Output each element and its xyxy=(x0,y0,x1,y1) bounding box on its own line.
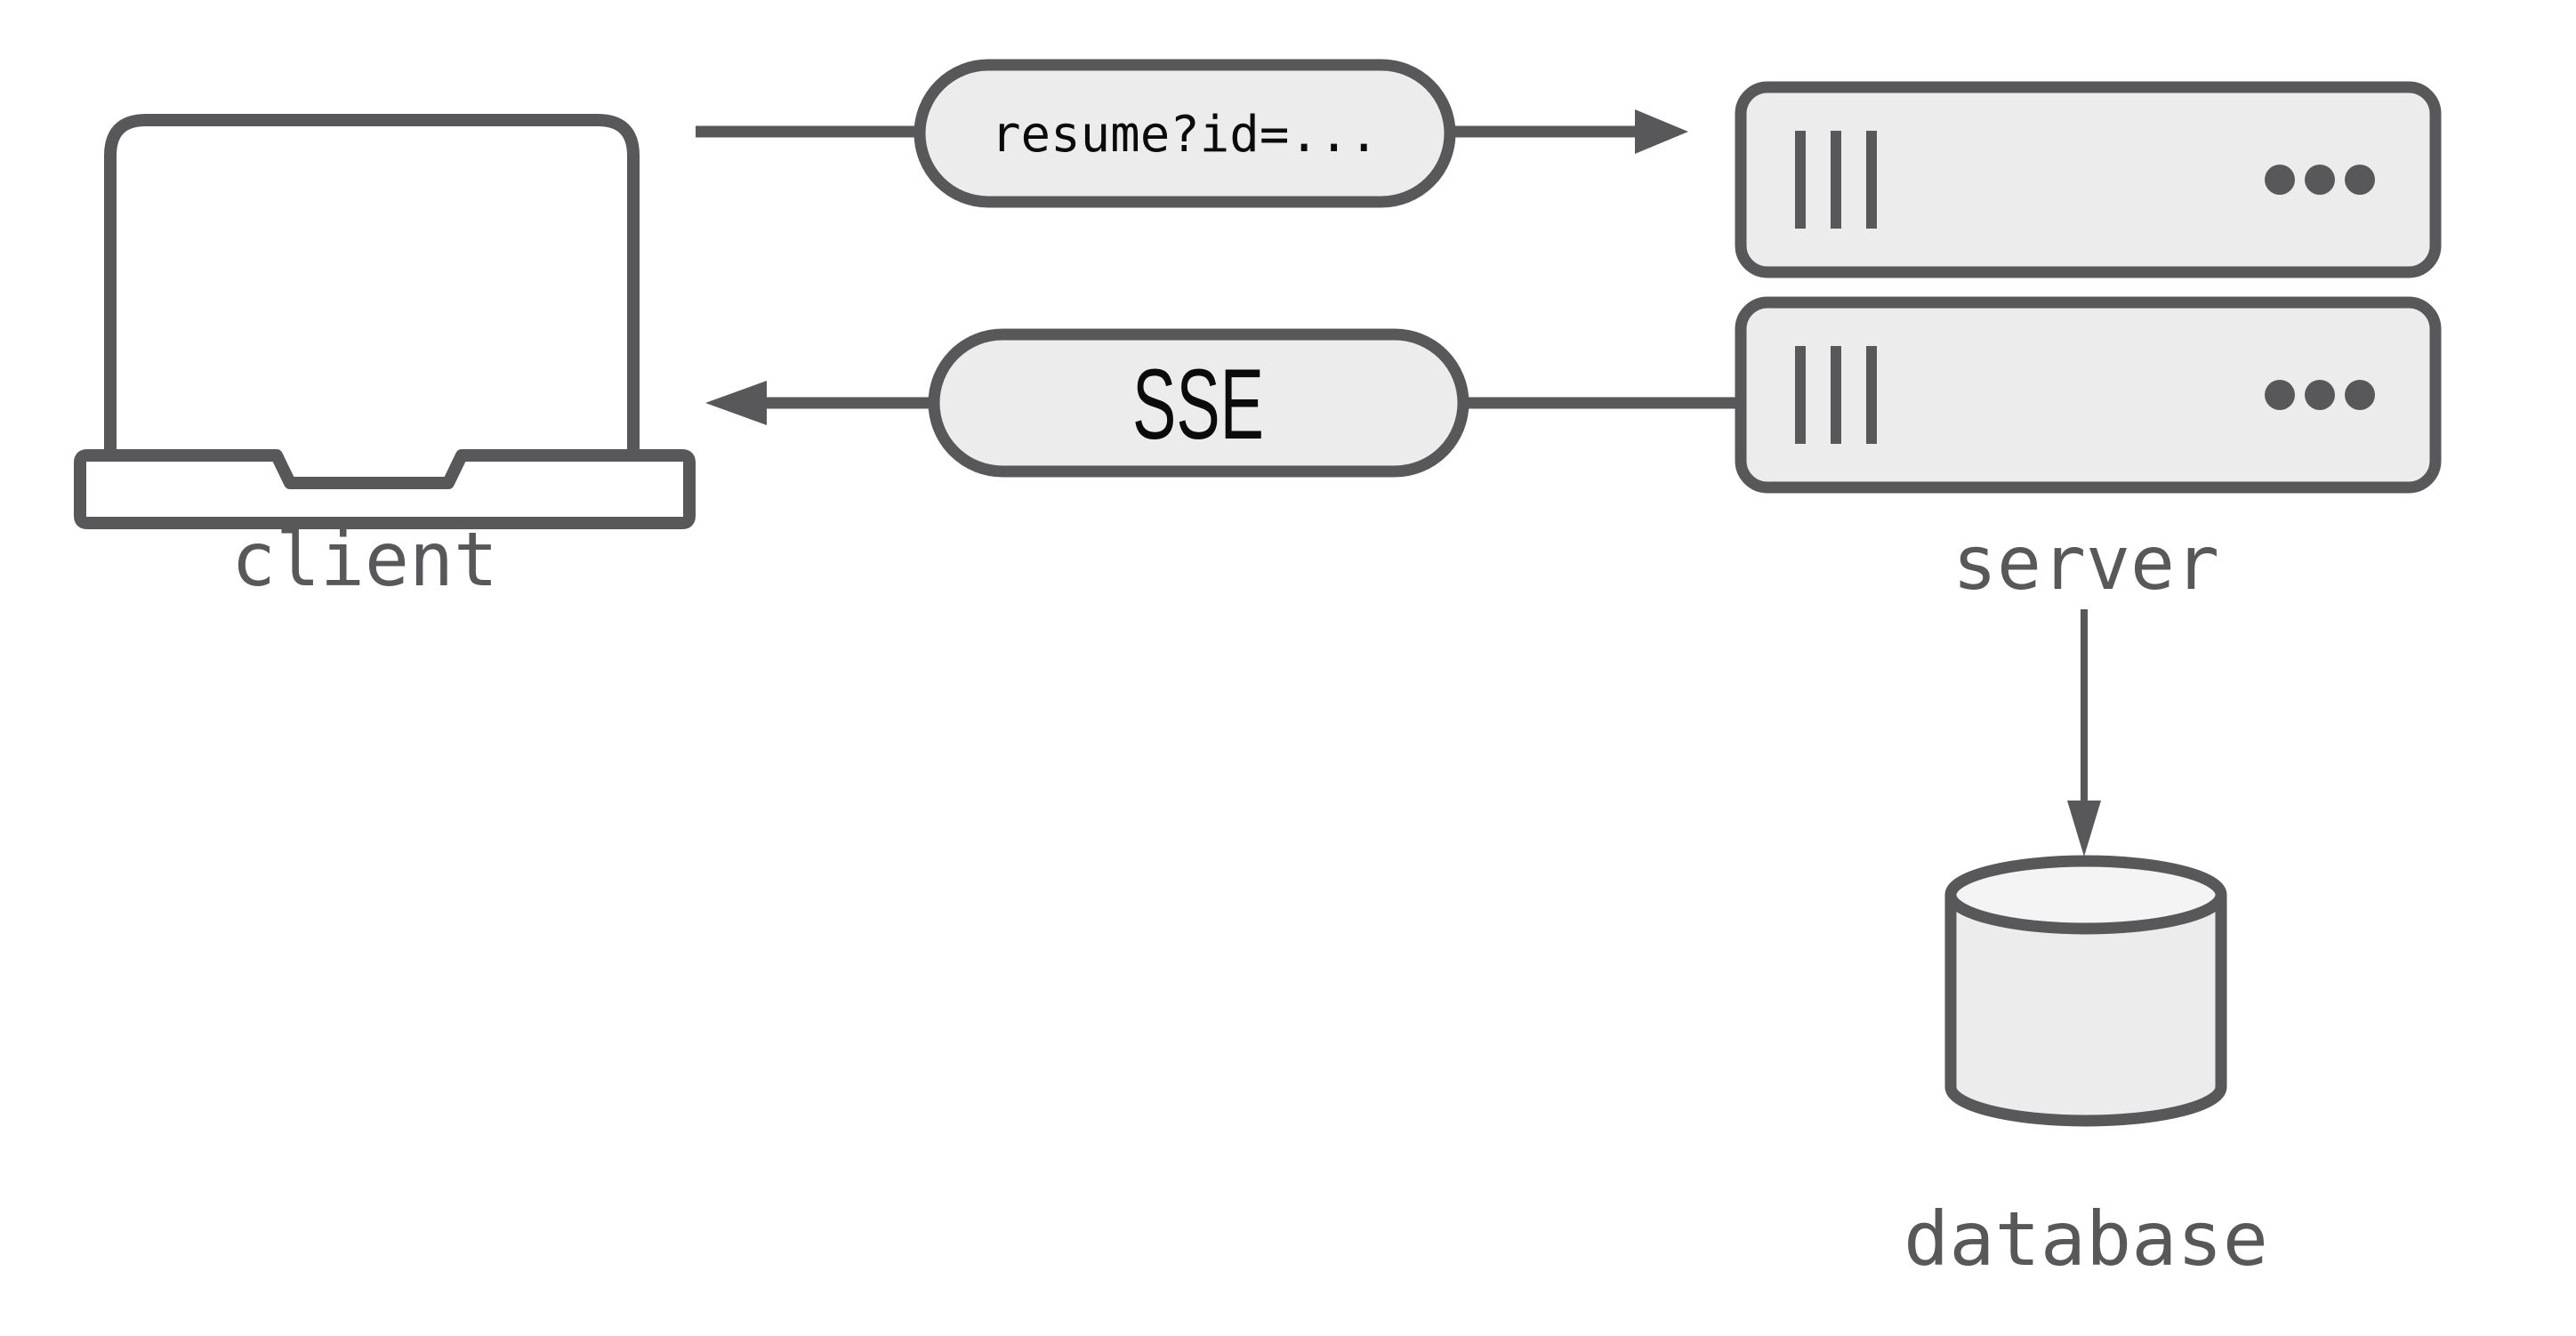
server-led-dot xyxy=(2305,165,2335,195)
server-led-dot xyxy=(2345,380,2375,410)
server-vent-bar xyxy=(1866,346,1877,444)
left-arrowhead-icon xyxy=(705,381,767,425)
request-pill xyxy=(914,59,1456,208)
request-pill-label: resume?id=... xyxy=(991,106,1379,164)
server-node: server xyxy=(1735,81,2442,607)
client-label: client xyxy=(231,516,498,603)
server-vent-bar xyxy=(1795,131,1806,229)
server-led-dot xyxy=(2265,380,2295,410)
client-node: client xyxy=(74,114,696,603)
server-unit-1 xyxy=(1735,81,2442,278)
server-unit-2-box xyxy=(1735,296,2442,494)
database-cylinder-top xyxy=(1944,855,2227,935)
laptop-icon xyxy=(104,114,640,455)
server-led-dot xyxy=(2265,165,2295,195)
down-arrowhead-icon xyxy=(2067,801,2101,857)
server-led-dot xyxy=(2305,380,2335,410)
server-led-dot xyxy=(2345,165,2375,195)
server-vent-bar xyxy=(1795,346,1806,444)
server-vent-bar xyxy=(1831,346,1841,444)
database-node: database xyxy=(1904,855,2268,1283)
server-label: server xyxy=(1952,519,2219,607)
server-unit-1-box xyxy=(1735,81,2442,278)
server-db-edge xyxy=(2067,609,2101,857)
server-vent-bar xyxy=(1831,131,1841,229)
sse-pill xyxy=(928,328,1469,478)
laptop-base xyxy=(74,449,696,529)
sse-edge: SSE xyxy=(705,328,1746,478)
server-unit-2 xyxy=(1735,296,2442,494)
request-edge: resume?id=... xyxy=(696,59,1688,208)
sse-pill-label: SSE xyxy=(1132,349,1264,460)
database-label: database xyxy=(1904,1195,2268,1283)
server-vent-bar xyxy=(1866,131,1877,229)
database-cylinder-body xyxy=(1944,895,2227,1127)
right-arrowhead-icon xyxy=(1635,109,1688,154)
